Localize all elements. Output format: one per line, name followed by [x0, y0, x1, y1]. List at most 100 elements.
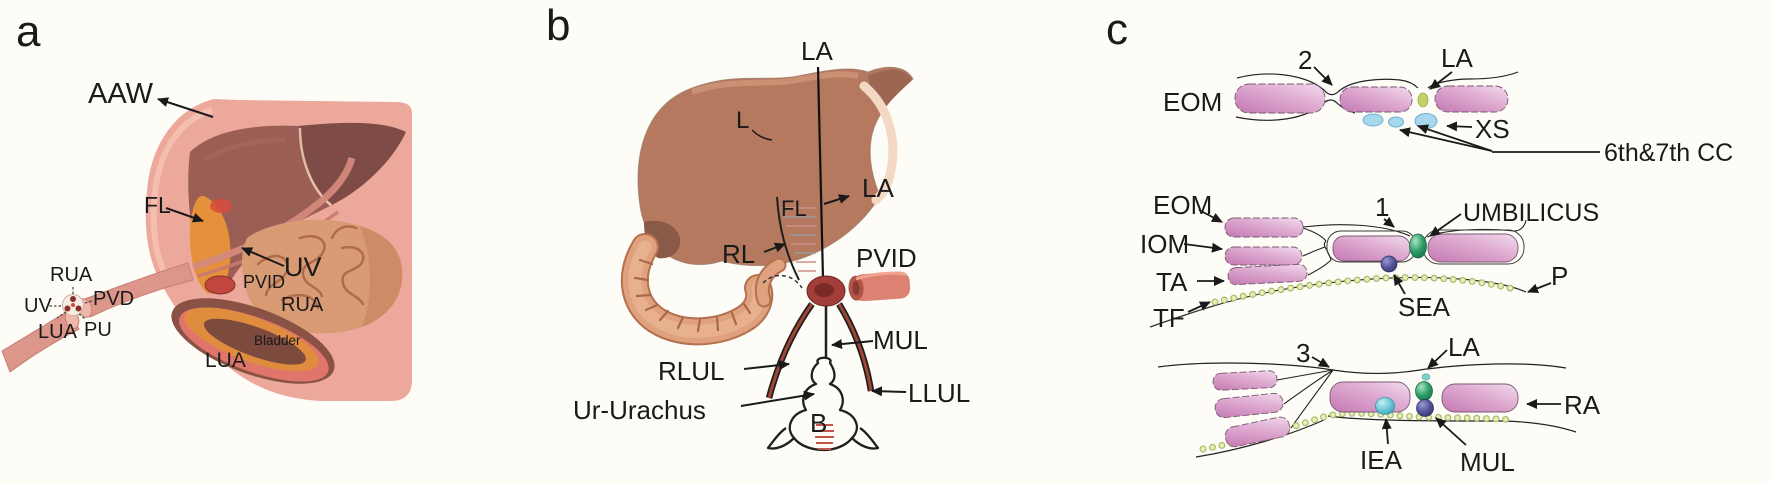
- section-3-cross-section: 3 LA RA IEA MUL: [1157, 332, 1601, 477]
- cord-lua-label: LUA: [38, 321, 78, 343]
- ta-label-mid: TA: [1156, 267, 1188, 297]
- cord-cross-section-icon: [48, 286, 93, 320]
- umbilical-ligament-bands: [765, 302, 875, 399]
- iea-oval-bottom: [1375, 397, 1395, 415]
- tf-arrow: [1187, 301, 1211, 313]
- colon-illustration: [620, 233, 787, 346]
- muscle-bottom-l1: [1212, 370, 1278, 391]
- bladder-illustration: [171, 298, 335, 384]
- mul-arrow-b: [831, 339, 874, 350]
- peritoneum-dot-band-mid: [1211, 274, 1518, 306]
- umbilicus-label: UMBILICUS: [1463, 199, 1599, 227]
- urachus-red-hatch: [815, 424, 834, 450]
- mul-label-bottom: MUL: [1460, 447, 1515, 477]
- num3-arrow: [1311, 356, 1330, 368]
- num2-arrow: [1313, 66, 1333, 86]
- xs-arrow: [1446, 121, 1473, 132]
- cord-pu-label: PU: [84, 319, 112, 341]
- muscle-bottom-l2: [1214, 392, 1284, 419]
- p-arrow: [1527, 282, 1552, 294]
- bladder-label: Bladder: [254, 333, 301, 348]
- pvid-label-b: PVID: [856, 243, 917, 273]
- xs-label: XS: [1475, 114, 1510, 144]
- xs-oval-1: [1362, 113, 1384, 127]
- sea-arrow: [1393, 274, 1406, 295]
- cord-pvd-label: PVD: [93, 288, 134, 310]
- dashed-arc-b: [762, 274, 803, 289]
- num2-label: 2: [1298, 45, 1312, 75]
- section-2-cross-section: EOM 2 LA XS 6th&7th CC: [1163, 43, 1733, 167]
- fl-label-a: FL: [144, 192, 171, 218]
- la-green-oval: [1417, 92, 1429, 108]
- panel-c: c EOM 2 LA: [1106, 5, 1733, 477]
- fl-label-b: FL: [781, 196, 807, 221]
- rl-label-b: RL: [722, 239, 755, 269]
- mul-arrow-bottom: [1435, 417, 1467, 446]
- umbilical-cord-illustration: [1, 262, 194, 373]
- umbilicus-sphere: [1409, 233, 1427, 259]
- rectus-muscle-right-mid: [1427, 233, 1519, 263]
- sea-sphere: [1380, 255, 1398, 273]
- uv-label-a: UV: [284, 252, 322, 282]
- eom-muscle-top-mid: [1339, 86, 1413, 113]
- muscle-bottom-l3: [1224, 416, 1291, 448]
- lua-label-a: LUA: [205, 349, 246, 372]
- eom-muscle-mid: [1224, 217, 1304, 238]
- ur-urachus-label-b: Ur-Urachus: [573, 395, 706, 425]
- umbilicus-sphere-bottom: [1415, 381, 1433, 401]
- rectus-muscle-left-bottom: [1329, 381, 1411, 413]
- cc-label: 6th&7th CC: [1604, 139, 1733, 167]
- num1-arrow: [1383, 216, 1395, 228]
- la-mid-arrow-b: [823, 194, 850, 205]
- la-arrow-bottom: [1427, 349, 1448, 369]
- section-1-cross-section: EOM IOM TA TF 1 UMBILICUS SEA P: [1140, 190, 1599, 333]
- umbilicus-arrow: [1429, 213, 1462, 237]
- b-label-b: B: [810, 408, 827, 438]
- rectus-muscle-right-bottom: [1441, 383, 1519, 413]
- cord-uv-label: UV: [24, 295, 52, 317]
- eom-muscle-top-right: [1434, 85, 1509, 113]
- eom-label-top: EOM: [1163, 87, 1222, 117]
- la-arrow-top-c: [1429, 71, 1453, 90]
- la-top-label-b: LA: [801, 36, 833, 66]
- panel-c-letter: c: [1106, 5, 1128, 54]
- round-ligament-hatching: [776, 196, 816, 281]
- panel-b-letter: b: [546, 1, 570, 50]
- eom-muscle-top-left: [1234, 83, 1326, 114]
- rl-arrow-b: [763, 242, 786, 253]
- rua-label-a: RUA: [281, 294, 324, 316]
- la-teal-dot-bottom: [1421, 373, 1431, 381]
- l-tick-b: [751, 129, 773, 141]
- llul-label-b: LLUL: [908, 378, 970, 408]
- iom-muscle-mid: [1224, 246, 1303, 266]
- panel-b: b LA L FL LA RL PVID MUL RLUL LLUL Ur-Ur…: [546, 1, 970, 452]
- liver-illustration-b: [637, 66, 914, 267]
- eom-arrow-mid: [1198, 209, 1223, 223]
- la-label-bottom: LA: [1448, 332, 1480, 362]
- aaw-arrow: [157, 97, 214, 118]
- linea-alba-line-b: [816, 66, 825, 280]
- num3-label: 3: [1296, 338, 1310, 368]
- tf-label-mid: TF: [1153, 303, 1185, 333]
- la-mid-label-b: LA: [862, 173, 894, 203]
- rlul-label-b: RLUL: [658, 356, 724, 386]
- panel-a: a AAW FL UV PVID RUA Bladder LUA RUA UV …: [1, 7, 412, 401]
- ra-label: RA: [1564, 390, 1601, 420]
- uv-arrow-a: [241, 247, 285, 267]
- l-label-b: L: [736, 107, 749, 134]
- la-label-top-c: LA: [1441, 43, 1473, 73]
- sea-label: SEA: [1398, 292, 1451, 322]
- aaw-label: AAW: [88, 78, 154, 110]
- iom-arrow-mid: [1183, 242, 1223, 253]
- cc-arrow-1: [1399, 127, 1493, 152]
- num1-label: 1: [1375, 192, 1389, 222]
- iea-label: IEA: [1360, 445, 1403, 475]
- iea-arrow: [1381, 418, 1392, 445]
- llul-arrow-b: [871, 386, 907, 397]
- portal-vein-stub: [204, 275, 236, 295]
- bowel-illustration: [241, 219, 403, 334]
- pvid-vessel-b: [848, 271, 911, 302]
- p-label: P: [1551, 261, 1568, 291]
